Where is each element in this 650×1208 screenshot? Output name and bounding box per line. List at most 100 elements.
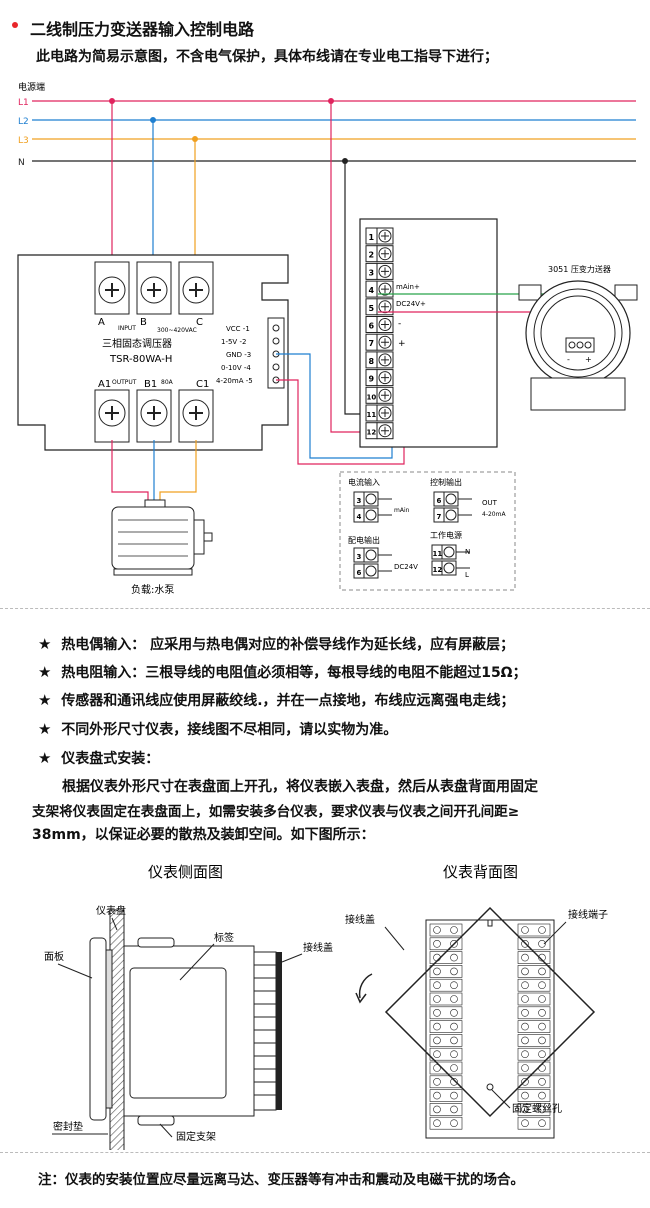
legend-ctrl-label1: OUT [482,499,498,507]
ssr-input-c: C [196,317,203,328]
wire-l1-meter [330,101,366,433]
ssr-voltage: 300~420VAC [157,327,197,334]
ssr-model: TSR-80WA-H [109,354,172,365]
legend-power-label1: N [465,548,470,556]
legend-dist-title: 配电输出 [348,535,380,545]
meter-t5-label: DC24V+ [396,300,426,308]
legend-dist-terminal-3: 3 [357,553,362,561]
label-panel-plate: 仪表盘 [96,904,126,917]
install-line-1: 根据仪表外形尺寸在表盘面上开孔，将仪表嵌入表盘，然后从表盘背面用固定 [62,779,538,795]
ssr-output-b1: B1 [144,379,157,390]
legend-current-terminal-4: 4 [357,513,362,521]
legend-power-label2: L [465,571,469,579]
intro-text: 此电路为简易示意图，不含电气保护，具体布线请在专业电工指导下进行； [36,49,498,65]
ssr-output-c1: C1 [196,379,209,390]
divider-2 [0,1152,650,1153]
leader-side-cover [281,953,303,963]
install-line-3: 38mm，以保证必要的散热及装卸空间。如下图所示： [32,827,375,843]
ssr-control-labels: VCC -1 1-5V -2 GND -3 0-10V -4 4-20mA -5 [216,325,253,385]
meter-plus: + [398,339,406,349]
label-bracket: 固定支架 [176,1130,216,1143]
transmitter-minus: - [567,355,570,364]
ssr-input-terminals [94,261,214,315]
junction-l1 [109,98,115,104]
transmitter-plus: + [585,355,592,364]
note-item-1: ★ 热电偶输入： 应采用与热电偶对应的补偿导线作为延长线，应有屏蔽层； [38,635,515,653]
meter-terminal-5: 5 [369,304,375,313]
note-item-5: ★ 仪表盘式安装： [38,749,160,767]
leader-terminal [543,921,567,945]
junction-l3 [192,136,198,142]
label-tag: 标签 [214,931,234,944]
meter-terminal-4: 4 [369,286,375,295]
ssr-input-caption: INPUT [118,325,136,332]
svg-text:GND -3: GND -3 [226,351,251,359]
divider-1 [0,608,650,609]
ssr-output-a1: A1 [98,379,111,390]
legend-ctrl-terminal-6: 6 [437,497,442,505]
ssr-current: 80A [161,379,174,386]
leader-panel-plate [111,917,118,931]
page-title: 二线制压力变送器输入控制电路 [30,20,255,39]
legend-dist-terminal-6: 6 [357,569,362,577]
ssr-control-screws [272,324,280,384]
legend-terminals: 3 4 6 7 3 6 11 12 [353,491,472,579]
legend-power-terminal-11: 11 [433,550,443,558]
back-view-title: 仪表背面图 [443,863,518,881]
meter-minus: - [398,319,401,329]
line-label-n: N [18,158,25,168]
legend-power-terminal-12: 12 [433,566,443,574]
load-label: 负载:水泵 [131,583,174,596]
meter-terminal-7: 7 [369,339,375,348]
note-item-4: ★ 不同外形尺寸仪表，接线图不尽相同，请以实物为准。 [38,720,398,738]
meter-terminal-9: 9 [369,375,375,384]
line-label-l1: L1 [18,98,29,108]
installation-diagrams: 仪表侧面图 仪表背面图 仪表盘 标签 接线盖 面板 密封垫 固定支架 [44,863,608,1150]
label-side-cover: 接线盖 [303,941,333,954]
leader-face-plate [57,963,93,979]
wire-n-meter [344,161,366,415]
ssr-body [17,254,289,451]
meter-terminal-11: 11 [367,411,377,419]
side-view-title: 仪表侧面图 [148,863,223,881]
label-screw-hole: 固定螺丝孔 [512,1102,562,1115]
back-view-drawing [355,906,596,1139]
legend-ctrl-terminal-7: 7 [437,513,442,521]
legend-dist-label: DC24V [394,563,418,571]
wire-c1-motor [159,440,197,502]
wire-a1-motor [111,440,149,502]
meter-terminal-1: 1 [369,233,375,242]
svg-text:0-10V -4: 0-10V -4 [221,364,251,372]
legend-power-title: 工作电源 [430,530,462,540]
ssr-input-b: B [140,317,147,328]
line-label-l3: L3 [18,136,29,146]
ssr-input-a: A [98,317,105,328]
transmitter-label: 3051 压变力送器 [548,264,611,274]
leader-bracket [159,1123,173,1138]
title-bullet [12,22,18,28]
ssr-output-terminals [94,389,214,443]
install-line-2: 支架将仪表固定在表盘面上，如需安装多台仪表，要求仪表与仪表之间开孔间距≥ [32,804,520,820]
transmitter-3051 [518,280,638,411]
line-label-l2: L2 [18,117,29,127]
meter-terminal-3: 3 [369,268,375,277]
pump-motor [111,499,213,576]
legend-current-label: mAin [394,507,410,514]
side-view-drawing [89,909,282,1150]
ssr-output-caption: OUTPUT [112,379,137,386]
footer-note: 注：仪表的安装位置应尽量远离马达、变压器等有冲击和震动及电磁干扰的场合。 [38,1172,524,1188]
meter-terminal-2: 2 [369,251,375,260]
leader-tag [179,943,215,981]
label-face-plate: 面板 [44,950,64,963]
power-source-label: 电源端 [18,81,45,93]
legend-current-terminal-3: 3 [357,497,362,505]
note-item-2: ★ 热电阻输入：三根导线的电阻值必须相等，每根导线的电阻不能超过15Ω； [38,663,527,681]
legend-ctrl-label2: 4-20mA [482,511,506,518]
note-item-3: ★ 传感器和通讯线应使用屏蔽绞线.，并在一点接地，布线应远离强电走线； [38,691,515,709]
svg-text:VCC -1: VCC -1 [226,325,250,333]
ssr-name: 三相固态调压器 [102,337,172,350]
label-back-cover: 接线盖 [345,913,375,926]
junction-l2 [150,117,156,123]
wiring-diagram: 电源端 L1 L2 L3 N A B C INPUT 300~420VAC [17,81,638,596]
